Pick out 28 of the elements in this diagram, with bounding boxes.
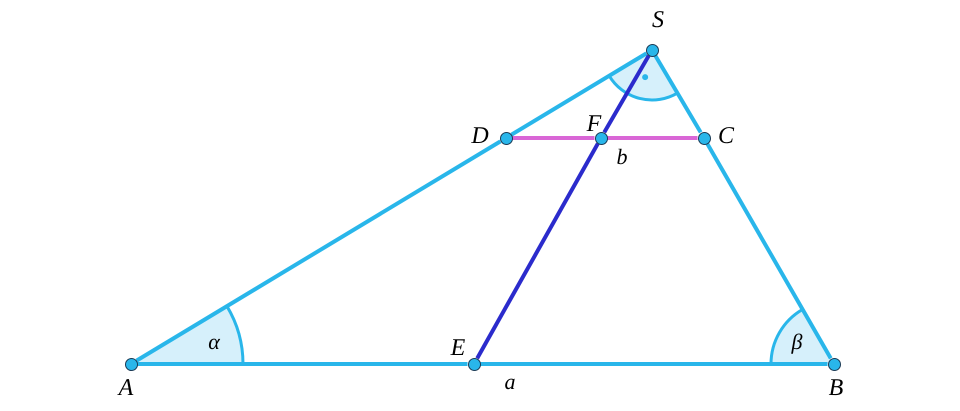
point-label: F bbox=[586, 112, 602, 136]
length-label: b bbox=[616, 146, 628, 168]
line-segment bbox=[654, 54, 702, 134]
line-segment bbox=[602, 54, 650, 134]
line-segment bbox=[512, 136, 594, 140]
line-segment bbox=[138, 362, 468, 366]
point-marker bbox=[468, 358, 480, 370]
angle-label: α bbox=[208, 331, 220, 353]
point-marker bbox=[124, 358, 138, 370]
line-segment bbox=[510, 52, 648, 136]
line-segment bbox=[706, 142, 832, 360]
point-marker bbox=[698, 132, 710, 144]
angle-label: β bbox=[792, 331, 802, 353]
line-segment bbox=[475, 142, 600, 360]
point-label: B bbox=[828, 376, 844, 400]
point-marker bbox=[646, 44, 658, 56]
length-label: a bbox=[504, 371, 516, 393]
point-marker bbox=[594, 132, 608, 144]
point-label: D bbox=[471, 124, 489, 148]
line-segment bbox=[608, 136, 698, 140]
line-segment bbox=[136, 140, 502, 362]
point-marker bbox=[828, 358, 840, 370]
point-label: S bbox=[652, 8, 664, 32]
point-marker bbox=[500, 132, 512, 144]
point-label: A bbox=[118, 376, 134, 400]
point-label: E bbox=[450, 336, 466, 360]
line-segment bbox=[480, 362, 828, 366]
point-label: C bbox=[718, 124, 734, 148]
